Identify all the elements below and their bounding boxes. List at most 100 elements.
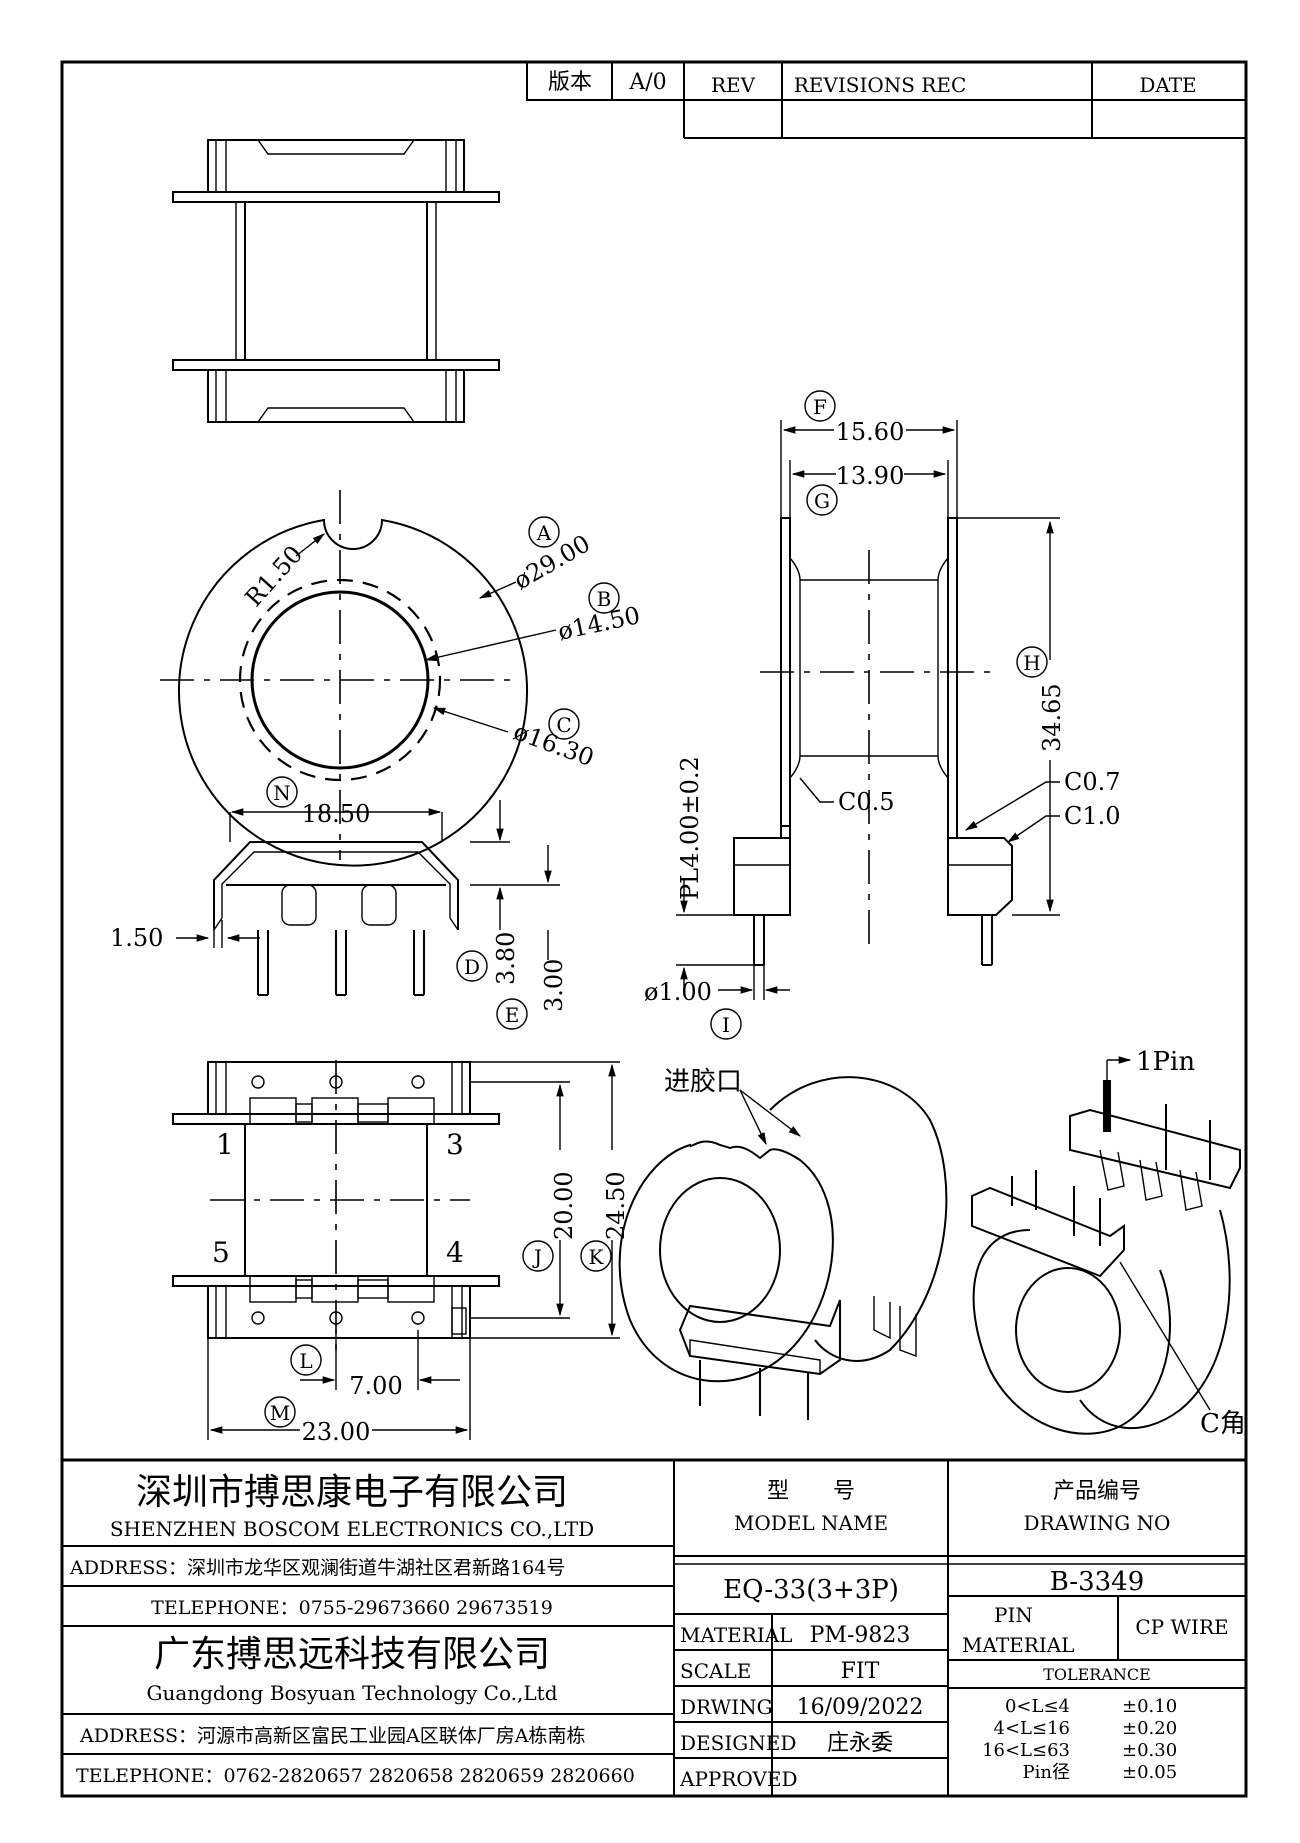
material-value: PM-9823 — [810, 1623, 911, 1648]
side-view-dimensions: 15.60 F 13.90 G 34.65 H C0.5 C0.7 C1.0 P… — [644, 390, 1121, 1040]
dim-k-text: 24.50 — [602, 1171, 630, 1240]
dim-j-letter: J — [532, 1245, 542, 1269]
pin-number-1: 1 — [216, 1128, 234, 1161]
dim-m-letter: M — [270, 1401, 290, 1425]
dim-f-text: 15.60 — [836, 418, 905, 446]
dim-k-balloon — [580, 1240, 612, 1272]
iso-pin1-label: 1Pin — [1136, 1047, 1195, 1077]
dim-n-letter: N — [273, 781, 291, 805]
tolerance-range-3: Pin径 — [1023, 1762, 1070, 1783]
dim-a-text: ø29.00 — [509, 529, 595, 595]
dim-d-text: 3.80 — [492, 932, 520, 985]
material-label: MATERIAL — [680, 1623, 792, 1647]
dim-g-text: 13.90 — [836, 462, 905, 490]
telephone1: TELEPHONE：0755-29673660 29673519 — [151, 1597, 553, 1619]
dim-m-text: 23.00 — [302, 1418, 371, 1446]
approved-label: APPROVED — [679, 1767, 798, 1791]
pin-number-4: 4 — [446, 1236, 464, 1269]
dim-i-balloon — [710, 1008, 742, 1040]
revision-block: 版本 A/0 REV REVISIONS REC DATE — [526, 61, 1247, 139]
version-label: 版本 — [548, 70, 592, 95]
telephone2: TELEPHONE：0762-2820657 2820658 2820659 2… — [76, 1765, 635, 1787]
model-label-en: MODEL NAME — [734, 1511, 888, 1535]
side-view — [733, 517, 1013, 966]
dim-h-letter: H — [1023, 651, 1040, 675]
tolerance-range-2: 16<L≤63 — [982, 1740, 1070, 1761]
dim-c-balloon — [548, 708, 580, 740]
tolerance-value-0: ±0.10 — [1122, 1696, 1177, 1717]
dim-c05-text: C0.5 — [838, 788, 895, 816]
dim-b-balloon — [588, 582, 620, 614]
bottom-view-dimensions: 20.00 J 24.50 K 7.00 L 23.00 M — [207, 1061, 630, 1446]
revisions-header: REVISIONS REC — [794, 73, 967, 97]
isometric-view-2: 1Pin C角 — [971, 1047, 1246, 1439]
isometric-view-1: 进胶口 — [618, 1067, 948, 1420]
bottom-view: 1 3 5 4 — [172, 1060, 500, 1360]
iso-c-corner-label: C角 — [1200, 1409, 1246, 1439]
dim-b-letter: B — [597, 587, 612, 611]
dim-c10-text: C1.0 — [1064, 802, 1121, 830]
dim-h-text: 34.65 — [1038, 683, 1066, 752]
designed-value: 庄永委 — [827, 1731, 893, 1756]
top-view — [172, 139, 500, 423]
dim-i-text: ø1.00 — [644, 978, 712, 1006]
company2-en: Guangdong Bosyuan Technology Co.,Ltd — [146, 1681, 557, 1705]
dim-g-letter: G — [814, 489, 830, 513]
dim-l-letter: L — [299, 1349, 312, 1373]
iso-gate-label: 进胶口 — [664, 1067, 742, 1097]
dim-e-text: 3.00 — [540, 959, 568, 1012]
title-block: 深圳市搏思康电子有限公司 SHENZHEN BOSCOM ELECTRONICS… — [62, 1458, 1246, 1796]
drawing-value: B-3349 — [1050, 1567, 1145, 1597]
pin-material-label-1: PIN — [994, 1603, 1033, 1627]
tolerance-value-1: ±0.20 — [1122, 1718, 1177, 1739]
date-header: DATE — [1139, 73, 1196, 97]
company1-en: SHENZHEN BOSCOM ELECTRONICS CO.,LTD — [110, 1517, 594, 1541]
dim-l-balloon — [290, 1344, 322, 1376]
dim-g-balloon — [806, 484, 838, 516]
dim-pitch-text: PL4.00±0.2 — [676, 756, 704, 900]
address1: ADDRESS：深圳市龙华区观澜街道牛湖社区君新路164号 — [69, 1557, 565, 1579]
dim-j-text: 20.00 — [550, 1171, 578, 1240]
drwing-label: DRWING — [680, 1695, 773, 1719]
dim-left-offset-text: 1.50 — [110, 924, 163, 952]
pin-material-label-2: MATERIAL — [962, 1633, 1074, 1657]
scale-label: SCALE — [680, 1659, 751, 1683]
company1-cn: 深圳市搏思康电子有限公司 — [136, 1472, 568, 1513]
model-label-cn: 型 号 — [767, 1479, 855, 1504]
drawing-label-cn: 产品编号 — [1053, 1479, 1141, 1504]
version-value: A/0 — [628, 70, 666, 95]
dim-e-letter: E — [505, 1003, 520, 1027]
dim-d-balloon — [456, 950, 488, 982]
model-value: EQ-33(3+3P) — [723, 1575, 899, 1605]
company2-cn: 广东搏思远科技有限公司 — [154, 1634, 550, 1675]
dim-h-balloon — [1016, 646, 1048, 678]
tolerance-value-3: ±0.05 — [1122, 1762, 1177, 1783]
address2: ADDRESS：河源市高新区富民工业园A区联体厂房A栋南栋 — [79, 1725, 586, 1747]
dim-n-balloon — [266, 776, 298, 808]
dim-c-letter: C — [556, 713, 571, 737]
front-view — [160, 490, 528, 996]
pin-material-value: CP WIRE — [1135, 1615, 1228, 1639]
dim-e-balloon — [496, 998, 528, 1030]
pin-number-5: 5 — [212, 1236, 230, 1269]
dim-j-balloon — [522, 1240, 554, 1272]
dim-a-letter: A — [536, 521, 552, 545]
designed-label: DESIGNED — [680, 1731, 796, 1755]
dim-f-letter: F — [813, 395, 827, 419]
dim-f-balloon — [804, 390, 836, 422]
tolerance-value-2: ±0.30 — [1122, 1740, 1177, 1761]
dim-c07-text: C0.7 — [1064, 768, 1121, 796]
dim-a-balloon — [528, 516, 560, 548]
dim-i-letter: I — [722, 1013, 730, 1037]
dim-l-text: 7.00 — [349, 1372, 402, 1400]
dim-c-text: ø16.30 — [510, 717, 598, 772]
dim-k-letter: K — [589, 1245, 605, 1269]
tolerance-label: TOLERANCE — [1043, 1665, 1151, 1684]
drawing-label-en: DRAWING NO — [1024, 1511, 1171, 1535]
dim-n-text: 18.50 — [302, 800, 371, 828]
drwing-value: 16/09/2022 — [797, 1695, 924, 1720]
tolerance-range-0: 0<L≤4 — [1005, 1696, 1070, 1717]
dim-d-letter: D — [464, 955, 480, 979]
